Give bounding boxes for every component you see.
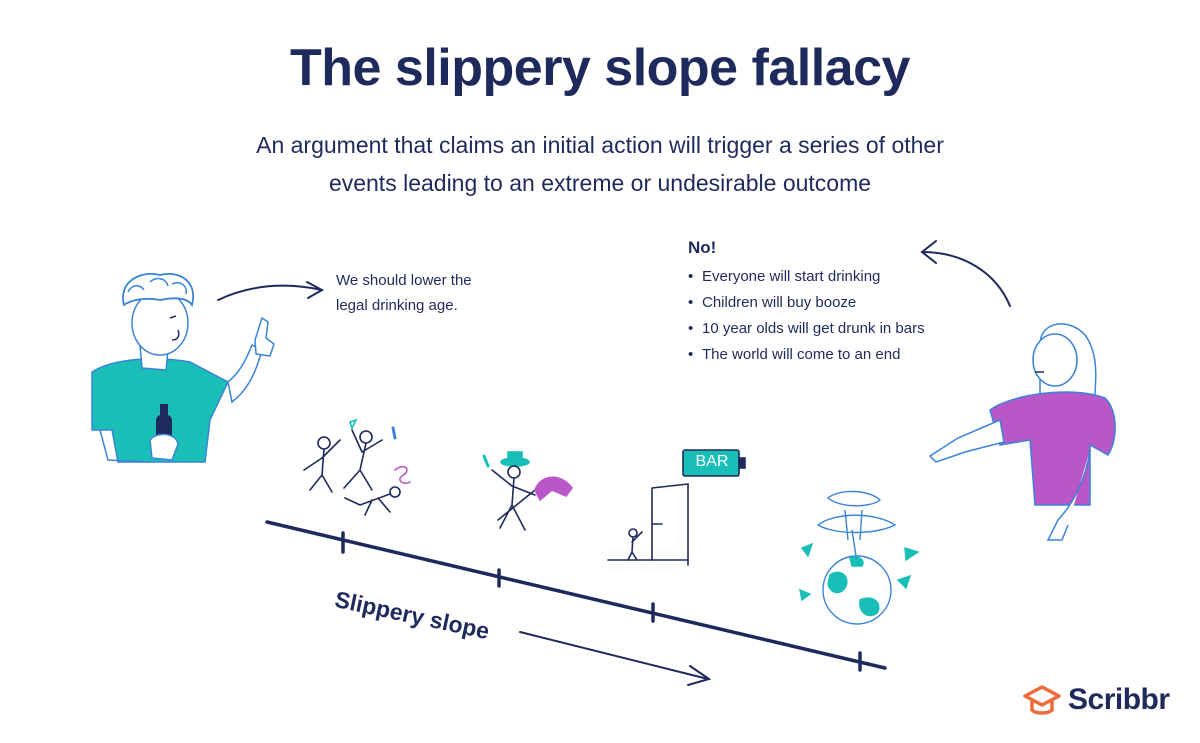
response-list: Everyone will start drinking Children wi… bbox=[688, 264, 1028, 368]
subtitle-line-1: An argument that claims an initial actio… bbox=[256, 132, 944, 158]
subtitle: An argument that claims an initial actio… bbox=[180, 126, 1020, 202]
response-item: 10 year olds will get drunk in bars bbox=[688, 316, 1028, 342]
exploding-world-icon bbox=[799, 490, 920, 625]
child-hobby-horse-icon bbox=[482, 451, 574, 531]
response-heading: No! bbox=[688, 238, 717, 257]
left-quote-line-1: We should lower the bbox=[336, 272, 472, 289]
response-block: No! Everyone will start drinking Childre… bbox=[688, 238, 1028, 368]
response-item: Everyone will start drinking bbox=[688, 264, 1028, 290]
left-quote: We should lower the legal drinking age. bbox=[336, 268, 556, 318]
response-item: Children will buy booze bbox=[688, 290, 1028, 316]
slope-arrow-icon bbox=[519, 631, 712, 686]
speech-arrow-left-icon bbox=[217, 281, 325, 301]
left-quote-line-2: legal drinking age. bbox=[336, 297, 458, 314]
scribbr-logo: Scribbr bbox=[1022, 682, 1170, 718]
bar-door-icon bbox=[607, 449, 746, 566]
response-item: The world will come to an end bbox=[688, 342, 1028, 368]
person-purple-shirt-icon bbox=[928, 323, 1116, 541]
person-teal-shirt-icon bbox=[91, 273, 275, 463]
subtitle-line-2: events leading to an extreme or undesira… bbox=[328, 170, 872, 196]
bar-sign-label: BAR bbox=[695, 453, 729, 470]
logo-text: Scribbr bbox=[1068, 683, 1170, 716]
scribbr-logo-icon bbox=[1023, 685, 1061, 715]
partying-people-icon bbox=[303, 418, 411, 516]
slope-line bbox=[265, 520, 887, 672]
page-title: The slippery slope fallacy bbox=[290, 39, 910, 97]
